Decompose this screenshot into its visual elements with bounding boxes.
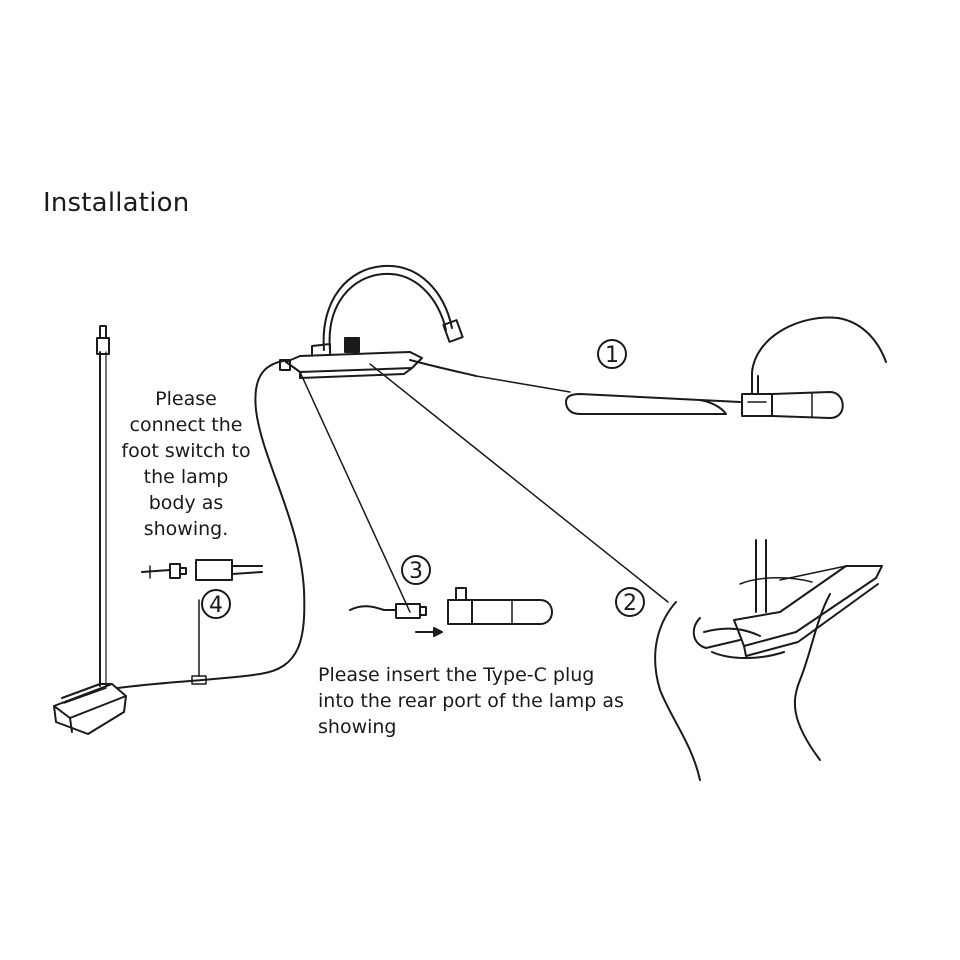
step1-lamp-detail bbox=[565, 316, 887, 419]
page-title: Installation bbox=[43, 188, 190, 218]
foot-switch-note: Please connect the foot switch to the la… bbox=[121, 388, 251, 540]
foot-switch-cable bbox=[117, 359, 306, 689]
lamp-body bbox=[279, 337, 477, 379]
step-badge-4: 4 bbox=[201, 589, 231, 619]
step-badge-3: 3 bbox=[401, 555, 431, 585]
step4-connector-detail bbox=[141, 559, 263, 581]
step-number-3: 3 bbox=[409, 559, 423, 584]
step-number-4: 4 bbox=[209, 593, 223, 618]
step-number-2: 2 bbox=[623, 591, 637, 616]
leader-lines bbox=[299, 363, 669, 613]
type-c-note: Please insert the Type-C plug into the r… bbox=[318, 664, 624, 738]
step-number-1: 1 bbox=[605, 343, 619, 368]
foot-switch-pedal bbox=[53, 683, 127, 735]
step3-type-c-detail bbox=[349, 587, 553, 637]
step-badge-2: 2 bbox=[615, 587, 645, 617]
usb-cable-vertical bbox=[96, 325, 110, 687]
step2-hand-detail bbox=[654, 539, 883, 781]
step-badge-1: 1 bbox=[597, 339, 627, 369]
gooseneck-arm bbox=[322, 264, 464, 351]
